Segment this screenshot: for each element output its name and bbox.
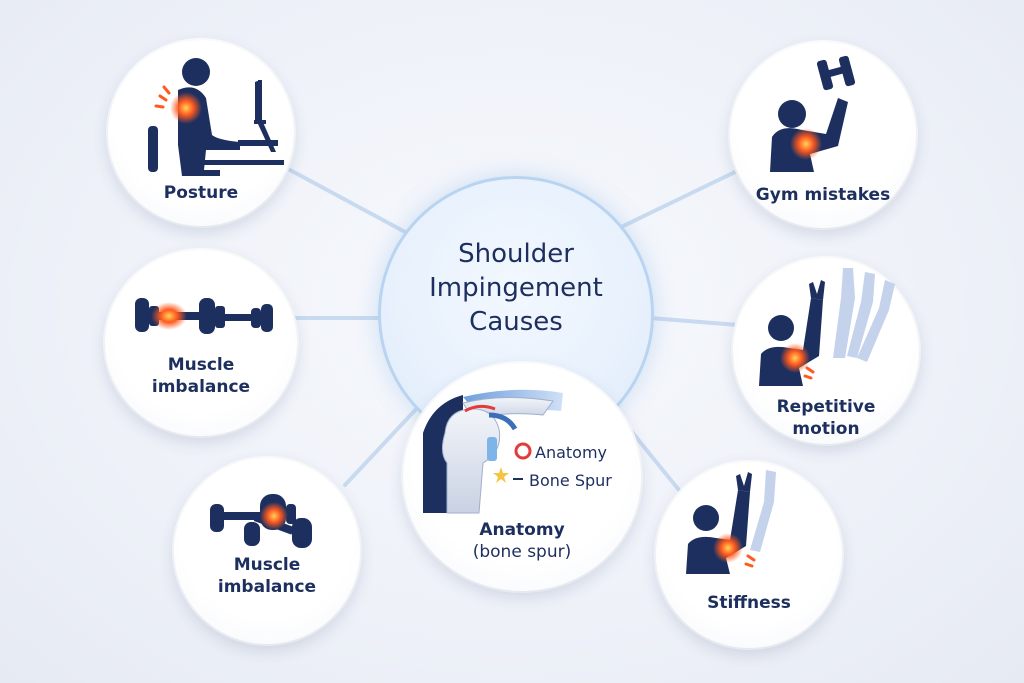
- dumbbells-icon: [210, 494, 312, 548]
- gym-mistakes-node: Gym mistakes: [730, 42, 916, 228]
- anatomy-label: Anatomy (bone spur): [472, 520, 572, 562]
- shoulder-joint-icon: [423, 389, 563, 514]
- bone-spur-callout: Bone Spur: [529, 471, 612, 490]
- overhead-dumbbell-icon: [770, 55, 856, 172]
- raising-arm-icon: [759, 268, 895, 386]
- gym-mistakes-label: Gym mistakes: [755, 185, 891, 205]
- diagram-title: Shoulder Impingement Causes: [429, 239, 603, 337]
- muscle-imbalance-node-2: Muscle imbalance: [174, 458, 360, 644]
- stiffness-node: Stiffness: [656, 462, 842, 648]
- dumbbell-icon: [135, 298, 273, 334]
- repetitive-motion-node: Repetitive motion: [733, 258, 919, 444]
- stiffness-label: Stiffness: [707, 593, 791, 613]
- muscle-imbalance-label-2: Muscle imbalance: [217, 555, 317, 597]
- muscle-imbalance-node-1: Muscle imbalance: [105, 250, 297, 436]
- muscle-imbalance-label-1: Muscle imbalance: [151, 355, 251, 397]
- stiff-arm-icon: [686, 470, 776, 574]
- posture-node: Posture: [108, 40, 294, 226]
- anatomy-callout: Anatomy: [535, 443, 608, 462]
- anatomy-node: Anatomy Bone Spur Anatomy (bone spur): [403, 363, 641, 591]
- desk-posture-icon: [148, 58, 284, 176]
- repetitive-motion-label: Repetitive motion: [776, 397, 876, 439]
- posture-label: Posture: [163, 183, 239, 203]
